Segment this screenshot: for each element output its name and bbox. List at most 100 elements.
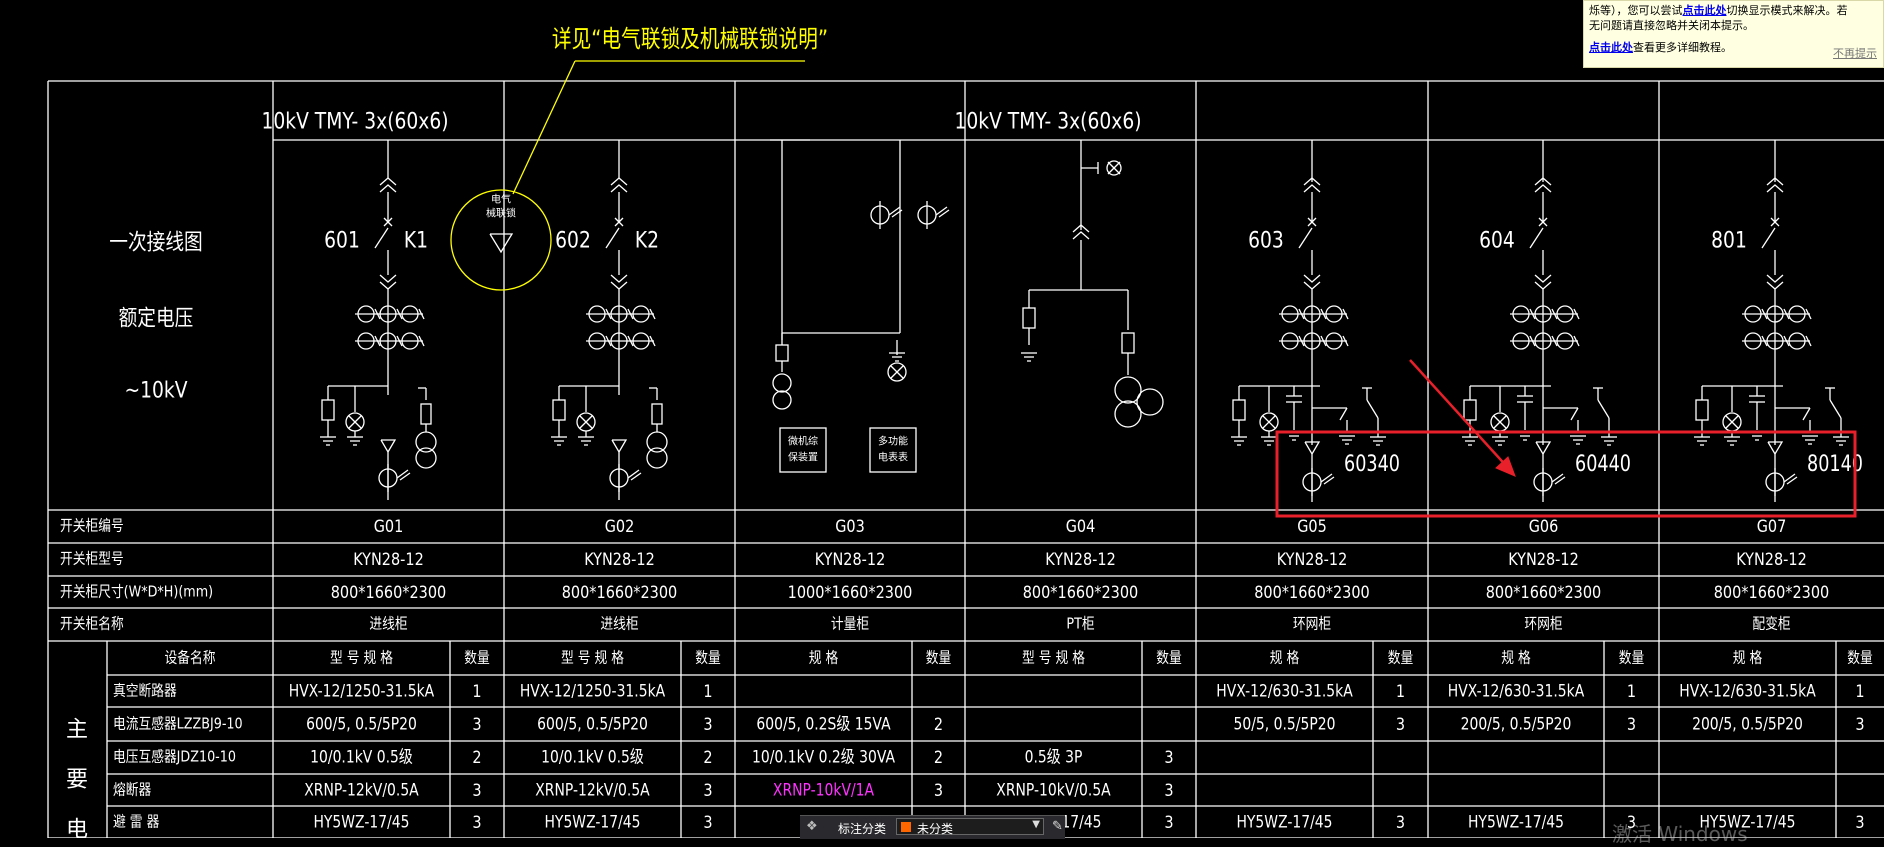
busbar-label: 10kV TMY- 3x(60x6) [261, 108, 448, 134]
qty-column-header: 数量 [464, 649, 490, 666]
voltage-title-label: 额定电压 [119, 305, 194, 331]
surge-arrester-icon [1695, 399, 1709, 421]
lamp-icon [1106, 160, 1122, 176]
draw-out-chevron [1766, 274, 1784, 283]
cabinet-number: G01 [374, 516, 404, 536]
ct-tick [1320, 473, 1333, 483]
cabinet-model: KYN28-12 [584, 549, 655, 569]
voltage-transformer-icon [415, 447, 437, 469]
cabinet-name: 进线柜 [600, 615, 638, 632]
equipment-group-label: 主 [66, 718, 88, 743]
breaker-blade [1529, 227, 1544, 249]
draw-out-chevron [1072, 224, 1090, 233]
cabinet-name: 计量柜 [831, 615, 869, 632]
breaker-cross [383, 217, 393, 227]
equipment-spec: 10/0.1kV 0.5级 [310, 747, 413, 767]
tutorial-link[interactable]: 点击此处 [1589, 41, 1633, 54]
surge-arrester-icon [321, 399, 335, 421]
equipment-qty: 3 [1855, 812, 1864, 832]
cabinet-model: KYN28-12 [1736, 549, 1807, 569]
cabinet-model: KYN28-12 [1045, 549, 1116, 569]
ct-tick [935, 206, 948, 216]
voltage-value-label: ~10kV [124, 377, 187, 403]
lamp-cross [1725, 415, 1739, 429]
equipment-name: 电压互感器JDZ10-10 [113, 747, 236, 765]
equipment-spec: 10/0.1kV 0.2级 30VA [752, 747, 895, 767]
equipment-qty: 1 [472, 681, 481, 701]
voltage-transformer-icon [415, 431, 437, 453]
ct-tick [627, 469, 640, 479]
breaker-blade [374, 227, 389, 249]
breaker-cross [1770, 217, 1780, 227]
draw-out-chevron [610, 274, 628, 283]
cabinet-model: KYN28-12 [815, 549, 886, 569]
indicator-lamp-icon [887, 362, 907, 382]
cabinet-name: 环网柜 [1524, 615, 1562, 632]
cabinet-size: 800*1660*2300 [562, 582, 678, 602]
cable-termination-icon [1767, 441, 1784, 456]
device-box-text: 保装置 [788, 451, 818, 464]
cabinet-model: KYN28-12 [1277, 549, 1348, 569]
cabinet-size: 800*1660*2300 [1714, 582, 1830, 602]
layers-icon[interactable]: ❖ [806, 819, 818, 834]
row-label: 开关柜名称 [60, 615, 124, 632]
dismiss-tip-link[interactable]: 不再提示 [1833, 47, 1877, 60]
equipment-qty: 3 [1396, 714, 1405, 734]
voltage-transformer-icon [646, 447, 668, 469]
cabinet-number: G07 [1757, 516, 1787, 536]
cabinet-size: 800*1660*2300 [1023, 582, 1139, 602]
equipment-spec: HY5WZ-17/45 [313, 812, 409, 832]
equipment-qty: 2 [703, 747, 712, 767]
edit-icon[interactable]: ✎ [1052, 819, 1063, 834]
cable-termination-icon [611, 439, 628, 454]
ct-tick [630, 472, 642, 481]
k-label: K2 [635, 227, 659, 253]
cabinet-model: KYN28-12 [353, 549, 424, 569]
equipment-spec: HVX-12/1250-31.5kA [520, 681, 666, 701]
ct-tick [649, 335, 656, 347]
surge-arrester-icon [1022, 307, 1036, 329]
ct-tick [418, 308, 425, 320]
ct-tick [888, 206, 901, 216]
draw-out-chevron [1766, 281, 1784, 290]
annotation-category-select[interactable]: 未分类 ▼ [896, 818, 1044, 836]
cabinet-number: G06 [1529, 516, 1559, 536]
equipment-qty: 3 [1855, 714, 1864, 734]
qty-column-header: 数量 [926, 649, 952, 666]
switch-mode-link[interactable]: 点击此处 [1682, 4, 1727, 17]
ct-label: 60340 [1344, 451, 1400, 476]
equipment-spec: XRNP-10kV/1A [773, 780, 874, 800]
interlock-badge-circle [450, 189, 552, 291]
annotation-category-bar: ❖ 标注分类 未分类 ▼ ✎ [800, 815, 1065, 839]
equipment-spec: HVX-12/630-31.5kA [1448, 681, 1585, 701]
draw-out-chevron [1766, 184, 1784, 193]
fuse-icon [420, 403, 432, 425]
qty-column-header: 数量 [695, 649, 721, 666]
row-label: 开关柜尺寸(W*D*H)(mm) [60, 583, 213, 600]
ct-tick [1783, 473, 1796, 483]
equipment-qty: 3 [703, 812, 712, 832]
surge-arrester-icon [552, 399, 566, 421]
equipment-spec: HY5WZ-17/45 [1699, 812, 1795, 832]
breaker-blade [1298, 227, 1313, 249]
switch-id-label: 602 [555, 227, 591, 253]
ct-label: 60440 [1575, 451, 1631, 476]
cabinet-name: PT柜 [1066, 615, 1094, 632]
equipment-spec: XRNP-12kV/0.5A [535, 780, 650, 800]
equipment-spec: HY5WZ-17/45 [1236, 812, 1332, 832]
equipment-spec: 600/5, 0.5/5P20 [537, 714, 648, 734]
breaker-cross [614, 217, 624, 227]
equipment-qty: 3 [472, 812, 481, 832]
lamp-cross [579, 415, 593, 429]
ct-tick [418, 335, 425, 347]
cabinet-number: G03 [835, 516, 865, 536]
highlight-arrow [1409, 359, 1511, 471]
chevron-down-icon: ▼ [1032, 819, 1040, 830]
earth-switch-blade [1366, 399, 1379, 419]
qty-column-header: 数量 [1847, 649, 1873, 666]
lamp-cross [1493, 415, 1507, 429]
spec-column-header: 型 号 规 格 [330, 649, 393, 666]
equipment-name: 真空断路器 [113, 682, 177, 699]
pt-winding-icon [1114, 400, 1142, 428]
